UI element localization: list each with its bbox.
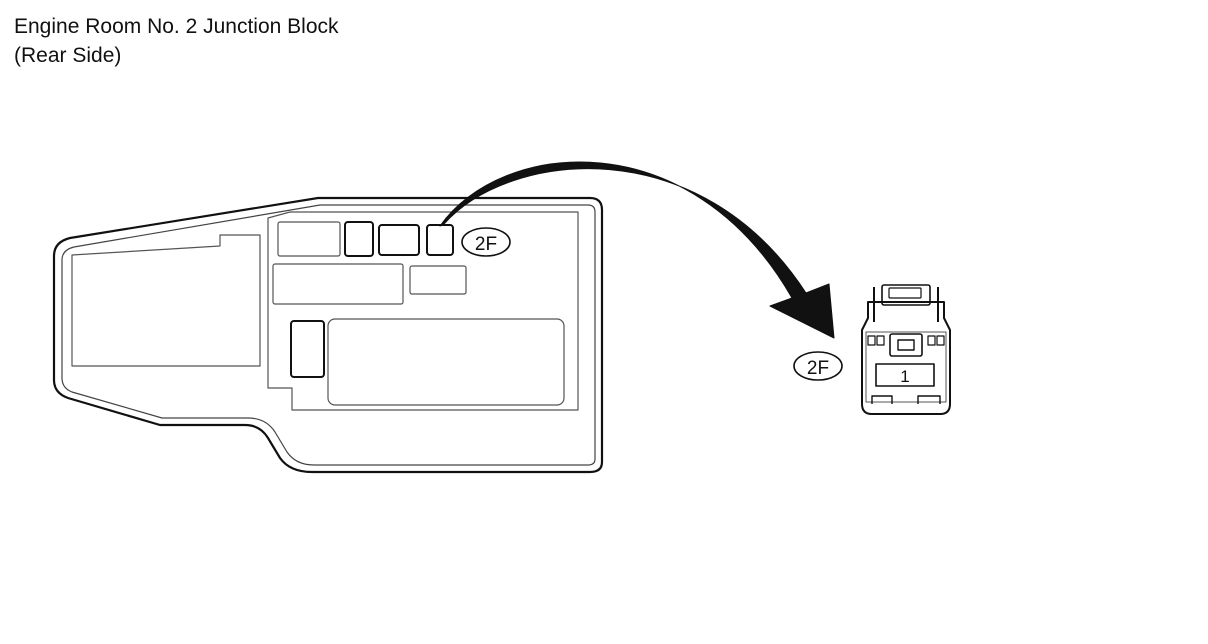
callout-ellipse [461,227,511,257]
relay-box-6 [290,320,325,378]
title-line-2: (Rear Side) [14,44,122,67]
connector-lock-tab [889,333,923,357]
junction-block-outer-housing [52,196,604,474]
relay-box-1 [277,221,341,257]
connector-inner-line [865,331,947,403]
connector-callout: 2F [793,351,843,381]
connector-pin-label: 1 [900,367,909,386]
relay-box-3 [378,224,420,256]
connector-guide-right [927,335,936,346]
callout-label: 2F [475,234,497,255]
diagram-title: Engine Room No. 2 Junction Block (Rear S… [14,12,339,70]
junction-block-callout: 2F [461,227,511,257]
relay-box-2 [344,221,374,257]
connector-guide-left-2 [876,335,885,346]
connector-feet [871,395,941,404]
right-component-area [267,211,579,411]
connector-latch [881,284,931,306]
connector-lock-slot [897,339,915,351]
fuse-area [327,318,565,406]
curved-arrow [439,161,835,339]
connector-latch-top [888,287,922,299]
junction-block-inner-housing [61,204,596,466]
terminal-cavity [875,363,935,387]
relay-box-5 [409,265,467,295]
connector-callout-label: 2F [807,358,829,379]
connector-2f-position [426,224,454,256]
connector-callout-ellipse [793,351,843,381]
title-line-1: Engine Room No. 2 Junction Block [14,15,339,38]
junction-block [52,196,604,474]
connector-2f [861,284,951,415]
connector-guide-left [867,335,876,346]
connector-body [861,301,951,415]
left-recess [71,234,261,367]
connector-guide-right-2 [936,335,945,346]
relay-box-4 [272,263,404,305]
